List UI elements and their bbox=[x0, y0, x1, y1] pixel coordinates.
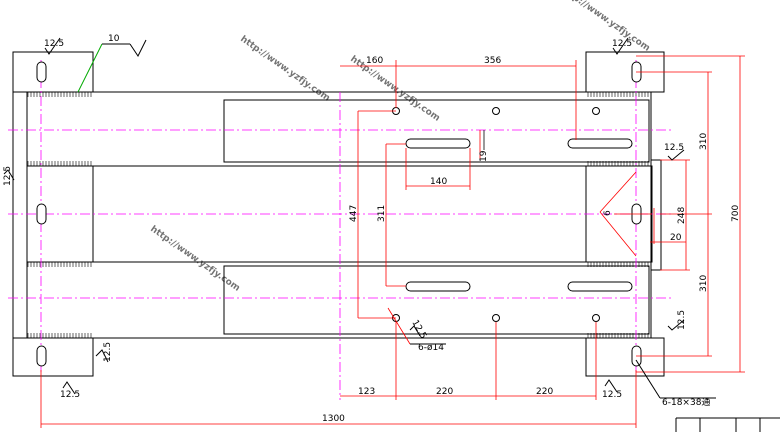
finish-bottom-right: 12.5 bbox=[602, 390, 622, 400]
finish-lower-right: 12.5 bbox=[677, 310, 687, 330]
dim-160: 160 bbox=[366, 56, 383, 66]
slot-plate-ml bbox=[36, 203, 47, 225]
slot-beam-top-left bbox=[405, 138, 471, 149]
slot-beam-bottom-right bbox=[567, 281, 633, 292]
dimension-lines bbox=[40, 55, 745, 428]
weld-hatching bbox=[27, 92, 649, 338]
slot-beam-top-right bbox=[567, 138, 633, 149]
dim-220-a: 220 bbox=[436, 387, 453, 397]
dim-310-bottom: 310 bbox=[699, 275, 709, 292]
dimension-texts: 160 356 140 19 447 311 310 310 248 20 70… bbox=[108, 34, 741, 424]
hole-bottom-2 bbox=[492, 314, 500, 322]
finish-symbol-mid-right bbox=[667, 149, 685, 161]
dim-220-b: 220 bbox=[536, 387, 553, 397]
hole-top-2 bbox=[492, 107, 500, 115]
note-holes: 6-ø14 bbox=[418, 343, 444, 353]
slot-beam-bottom-left bbox=[405, 281, 471, 292]
note-slots: 6-18×38通 bbox=[662, 397, 710, 408]
leaders bbox=[77, 43, 716, 399]
finish-bottom-left-side: 12.5 bbox=[103, 342, 113, 362]
finish-symbol-left-side bbox=[3, 169, 15, 181]
weld-symbol bbox=[129, 39, 147, 57]
weld-size-10: 10 bbox=[108, 34, 120, 44]
hole-top-3 bbox=[592, 107, 600, 115]
slot-plate-tl bbox=[36, 61, 47, 83]
plate-mid-left bbox=[12, 91, 28, 339]
plate-bottom-right bbox=[585, 337, 665, 377]
dim-311: 311 bbox=[377, 205, 387, 222]
slot-plate-bl bbox=[36, 345, 47, 367]
finish-symbol-bottom-left bbox=[62, 381, 76, 395]
finish-top-left: 12.5 bbox=[44, 39, 64, 49]
finish-symbol-hole bbox=[409, 325, 421, 337]
beam-top-inner bbox=[223, 99, 650, 163]
dim-1300: 1300 bbox=[322, 414, 345, 424]
finish-symbol-top-left bbox=[44, 37, 61, 55]
dim-700: 700 bbox=[731, 205, 741, 222]
finish-symbol-top-right bbox=[612, 37, 629, 55]
dim-140: 140 bbox=[430, 177, 447, 187]
beam-bottom bbox=[26, 261, 652, 339]
beam-bottom-inner bbox=[223, 265, 650, 335]
finish-left-side: 12.5 bbox=[3, 166, 13, 186]
centerlines bbox=[8, 60, 672, 400]
dim-310-top: 310 bbox=[699, 133, 709, 150]
finish-top-right: 12.5 bbox=[612, 39, 632, 49]
hole-bottom-3 bbox=[592, 314, 600, 322]
watermark-3: http://www.yzfjy.com bbox=[148, 224, 241, 293]
surface-finish-symbols bbox=[3, 37, 685, 395]
finish-symbol-bottom-left-side bbox=[95, 349, 109, 363]
dim-248: 248 bbox=[677, 207, 687, 224]
dim-20: 20 bbox=[670, 233, 682, 243]
notes: 6-ø14 6-18×38通 bbox=[418, 343, 710, 408]
finish-bottom-left: 12.5 bbox=[60, 390, 80, 400]
dim-447: 447 bbox=[349, 205, 359, 222]
slots bbox=[36, 61, 642, 367]
title-block-fragment bbox=[675, 417, 780, 432]
finish-mid-right: 12.5 bbox=[664, 143, 684, 153]
dim-123: 123 bbox=[358, 387, 375, 397]
beam-top bbox=[26, 91, 652, 167]
dim-6: 6 bbox=[603, 210, 613, 216]
main-beams bbox=[26, 91, 662, 339]
finish-texts: 12.5 12.5 12.5 12.5 12.5 12.5 12.5 12.5 … bbox=[3, 39, 687, 400]
dim-356: 356 bbox=[484, 56, 501, 66]
leader-weld bbox=[77, 43, 103, 93]
watermark-1: http://www.yzfjy.com bbox=[238, 34, 331, 103]
dim-19: 19 bbox=[479, 150, 489, 162]
watermark-4: http://www.yzfjy.com bbox=[558, 0, 651, 54]
right-end-cap bbox=[650, 159, 662, 271]
leader-slot-note bbox=[635, 359, 661, 399]
finish-symbol-bottom-right bbox=[604, 379, 618, 393]
plate-bottom-left bbox=[12, 337, 94, 377]
finish-symbol-lower-right bbox=[667, 319, 685, 331]
